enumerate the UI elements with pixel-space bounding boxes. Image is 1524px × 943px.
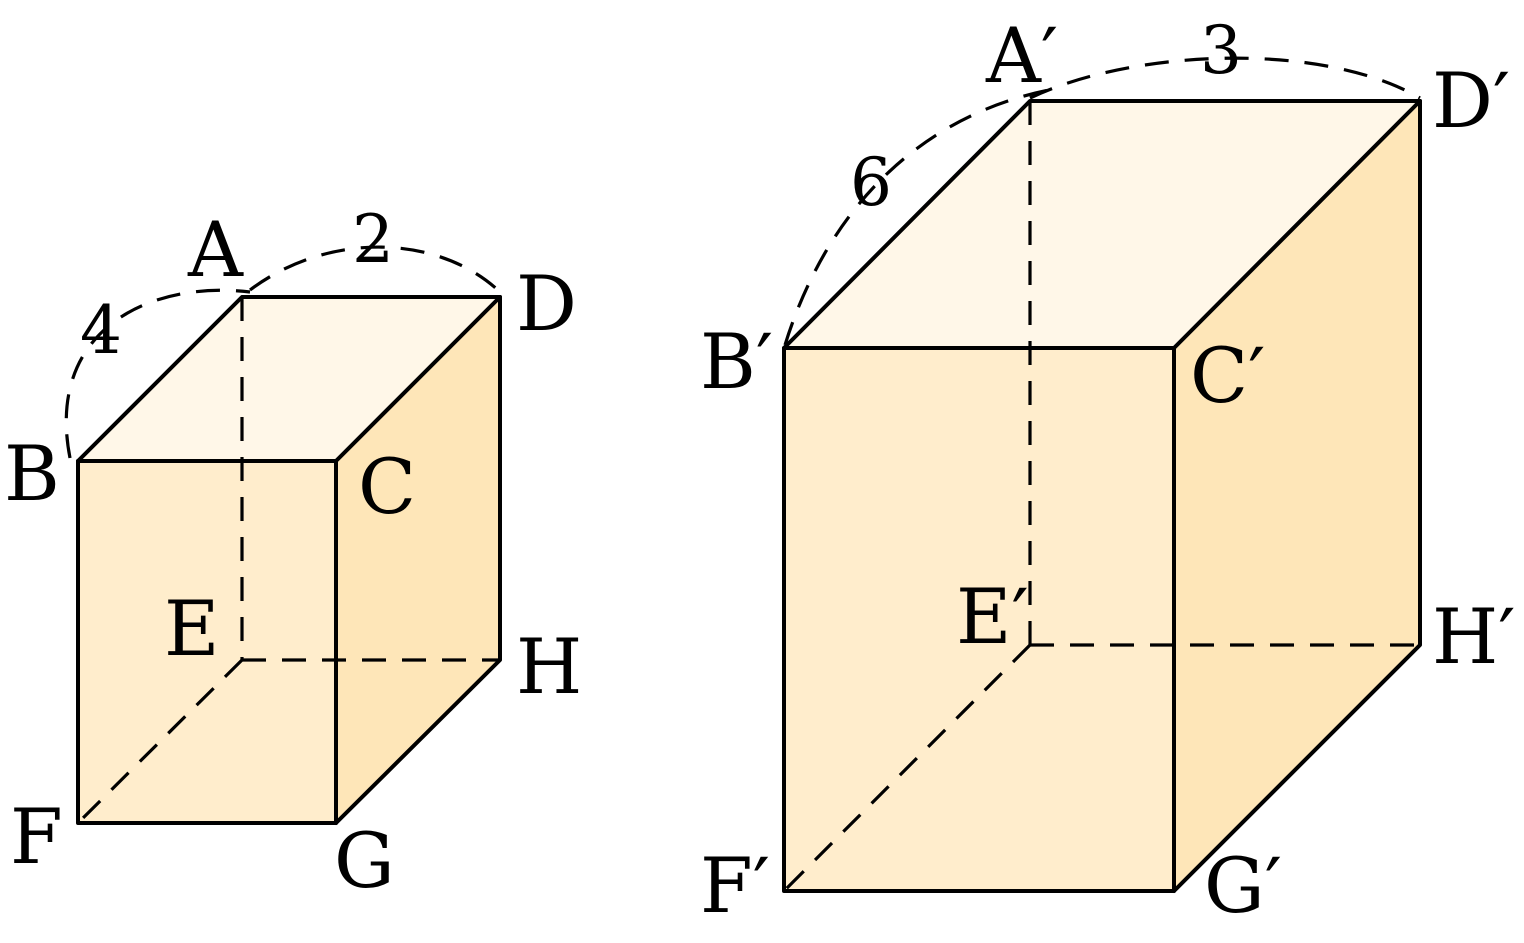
small-dimension-label-AD: 2 [352,201,394,278]
large-vertex-label-F: F′ [700,841,770,930]
large-vertex-label-E: E′ [956,572,1029,661]
large-vertex-label-H: H′ [1432,592,1516,681]
small-vertex-label-F: F [10,792,63,881]
large-vertex-label-B: B′ [700,317,773,406]
large-vertex-label-D: D′ [1432,56,1510,145]
large-side-outline [1172,99,1422,893]
small-vertex-label-H: H [516,622,582,711]
small-dimension-label-AB: 4 [80,292,122,369]
small-vertex-label-G: G [334,816,395,905]
large-vertex-label-A: A′ [985,11,1058,100]
large-dimension-label-AD: 3 [1200,12,1242,89]
large-side-face [1174,101,1420,891]
large-dimension-arc-AD [1029,56,1421,100]
large-cuboid: A′ B′ C′ D′ E′ F′ G′ H′ 6 3 [700,11,1516,930]
large-hidden-edge-EF [782,643,1032,893]
large-dimension-arc-AB [783,86,1061,346]
small-dimension-arc-AD [249,245,502,294]
large-vertex-label-G: G′ [1204,841,1282,930]
small-vertex-label-C: C [358,442,416,531]
small-vertex-label-E: E [164,584,219,673]
small-front-face [78,461,336,823]
small-vertex-label-B: B [4,429,60,518]
small-side-outline [334,295,502,825]
large-vertex-label-C: C′ [1190,331,1265,420]
large-front-face [784,348,1174,891]
small-vertex-label-A: A [187,205,244,294]
large-dimension-label-AB: 6 [850,144,892,221]
small-dimension-arc-AB [64,288,251,459]
large-top-face [784,101,1420,348]
small-top-face [78,297,500,461]
small-cuboid: A B C D E F G H 4 2 [4,201,582,905]
small-side-face [336,297,500,823]
small-vertex-label-D: D [516,259,577,348]
